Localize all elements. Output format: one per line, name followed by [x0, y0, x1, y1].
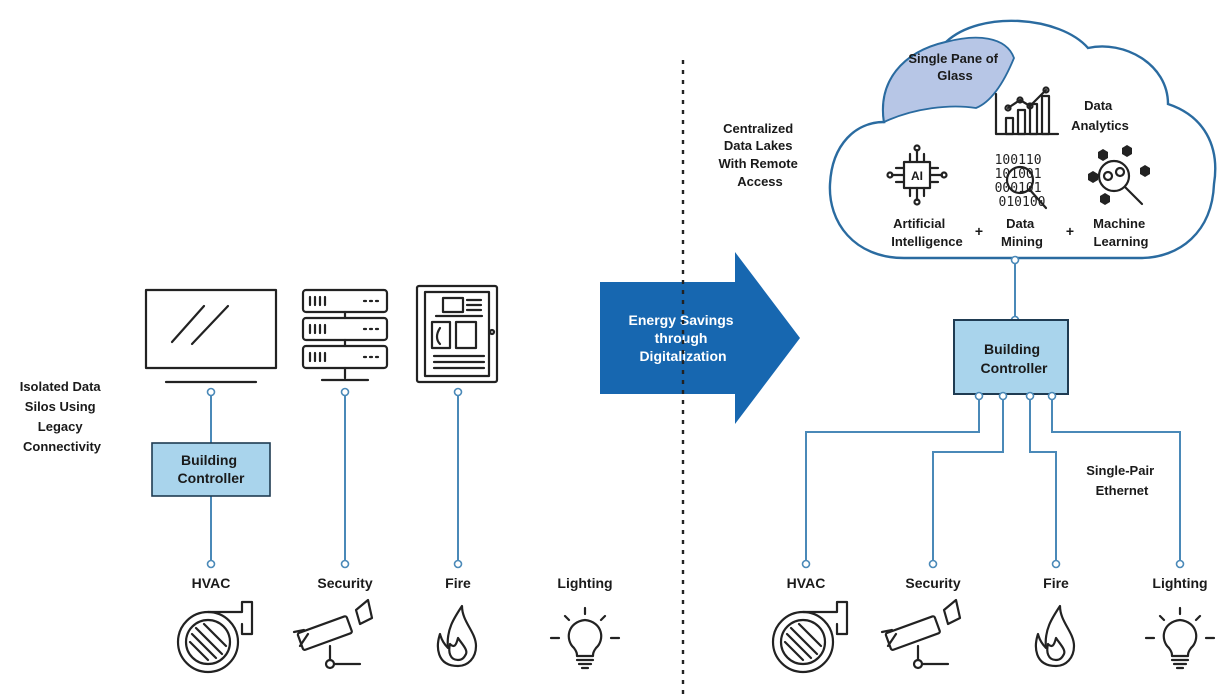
svg-text:Machine Learning: Machine Learning: [1093, 216, 1149, 249]
left-note-line: Connectivity: [23, 439, 102, 454]
ml-line: Machine: [1093, 216, 1145, 231]
digitalization-arrow: Energy Savings through Digitalization: [600, 252, 800, 424]
svg-text:Data Analytics: Data Analytics: [1071, 98, 1129, 133]
svg-text:Centralized Data Lakes: Centralized Data Lakes With Remote Acces…: [719, 121, 802, 189]
left-controller-line: Building: [181, 452, 237, 468]
left-label-hvac: HVAC: [192, 575, 231, 591]
right-note-line: Data Lakes: [724, 138, 793, 153]
magnifier-icon: [1005, 165, 1048, 210]
svg-text:Isolated Data Silos Usin: Isolated Data Silos Using Legacy Connect…: [20, 379, 105, 454]
right-note-line: With Remote: [719, 156, 798, 171]
right-note-line: Access: [737, 174, 783, 189]
left-building-controller: Building Controller: [151, 442, 271, 497]
analytics-line: Analytics: [1071, 118, 1129, 133]
right-note-line: Centralized: [723, 121, 793, 136]
single-pane-line: Glass: [937, 68, 972, 83]
svg-text:Artificial Intelligence: Artificial Intelligence: [891, 216, 963, 249]
binary-line: 010100: [999, 195, 1046, 210]
svg-text:Data Mining: Data Mining: [1001, 216, 1043, 249]
arrow-line: through: [655, 330, 708, 346]
svg-text:100110 101001 0001: 100110 101001 000101 010100: [995, 153, 1050, 210]
left-note: Isolated Data Silos Using Legacy Connect…: [20, 379, 105, 454]
light-bulb-icon: [549, 606, 621, 670]
left-note-line: Legacy: [38, 419, 84, 434]
ai-line: Artificial: [893, 216, 945, 231]
single-pane-region: [882, 36, 1015, 124]
binary-line: 000101: [995, 181, 1042, 196]
flame-icon: [436, 604, 478, 668]
light-bulb-icon: [1144, 606, 1216, 670]
svg-text:Single Pane of Glass: Single Pane of Glass: [908, 51, 1001, 83]
left-label-fire: Fire: [445, 575, 471, 591]
left-label-security: Security: [317, 575, 372, 591]
svg-text:Building Controller: Building Controller: [981, 341, 1048, 376]
mining-line: Data: [1006, 216, 1035, 231]
ai-line: Intelligence: [891, 234, 963, 249]
single-pane-line: Single Pane of: [908, 51, 998, 66]
left-controller-line: Controller: [178, 470, 245, 486]
flame-icon: [1034, 604, 1076, 668]
spe-line: Single-Pair: [1086, 463, 1154, 478]
left-note-line: Isolated Data: [20, 379, 102, 394]
plus-sign: +: [975, 223, 983, 239]
monitor-icon: [144, 288, 278, 384]
svg-text:Single-Pair Ethernet: Single-Pair Ethernet: [1086, 463, 1158, 498]
ai-chip-icon: AI: [886, 144, 948, 206]
svg-text:Building Controller: Building Controller: [178, 452, 245, 486]
right-label-fire: Fire: [1043, 575, 1069, 591]
ml-line: Learning: [1094, 234, 1149, 249]
bar-chart-icon: [994, 86, 1060, 136]
analytics-line: Data: [1084, 98, 1113, 113]
hvac-fan-icon: [771, 600, 849, 674]
binary-line: 101001: [995, 167, 1042, 182]
ai-chip-label: AI: [911, 169, 923, 183]
arrow-line: Energy Savings: [629, 312, 734, 328]
svg-text:Energy Savings through: Energy Savings through Digitalization: [629, 312, 738, 364]
hvac-fan-icon: [176, 600, 254, 674]
left-note-line: Silos Using: [25, 399, 96, 414]
server-rack-icon: [301, 288, 389, 382]
binary-line: 100110: [995, 153, 1042, 168]
right-note: Centralized Data Lakes With Remote Acces…: [719, 121, 802, 189]
right-building-controller: Building Controller: [953, 319, 1069, 395]
machine-learning-icon: [1088, 145, 1150, 206]
spe-line: Ethernet: [1096, 483, 1149, 498]
data-mining-graphic: 100110 101001 000101 010100: [995, 153, 1050, 210]
right-label-hvac: HVAC: [787, 575, 826, 591]
security-camera-icon: [292, 598, 374, 670]
left-label-lighting: Lighting: [557, 575, 612, 591]
fire-panel-icon: [415, 284, 499, 384]
mining-line: Mining: [1001, 234, 1043, 249]
right-controller-line: Building: [984, 341, 1040, 357]
arrow-line: Digitalization: [639, 348, 726, 364]
left-connections: [206, 387, 463, 569]
security-camera-icon: [880, 598, 962, 670]
right-label-security: Security: [905, 575, 960, 591]
plus-sign: +: [1066, 223, 1074, 239]
cloud: [828, 19, 1217, 260]
right-connections: [801, 391, 1185, 569]
right-controller-line: Controller: [981, 360, 1048, 376]
right-label-lighting: Lighting: [1152, 575, 1207, 591]
